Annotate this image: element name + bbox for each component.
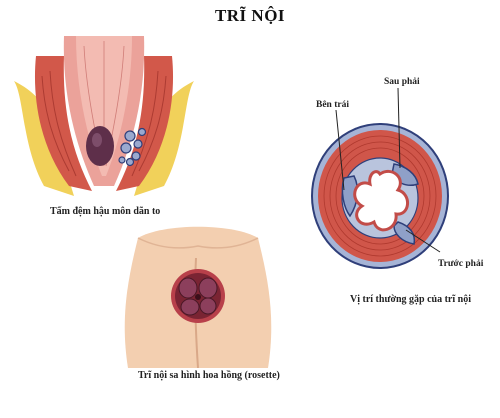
anal-canal-illustration (14, 36, 194, 196)
rosette-caption: Trĩ nội sa hình hoa hồng (rosette) (138, 370, 280, 381)
anal-canal-caption: Tấm đệm hậu môn dãn to (50, 206, 161, 217)
rosette-illustration (118, 218, 278, 368)
rosette-svg (124, 226, 272, 368)
label-right-anterior: Trước phải (438, 259, 484, 269)
page-title: TRĨ NỘI (214, 6, 286, 25)
label-left: Bên trái (316, 100, 349, 110)
cross-section-caption: Vị trí thường gặp của trĩ nội (350, 294, 471, 305)
cross-section-illustration (300, 66, 500, 276)
label-right-posterior: Sau phải (384, 77, 420, 87)
cross-section-svg (311, 87, 449, 269)
anal-canal-svg (14, 36, 194, 196)
